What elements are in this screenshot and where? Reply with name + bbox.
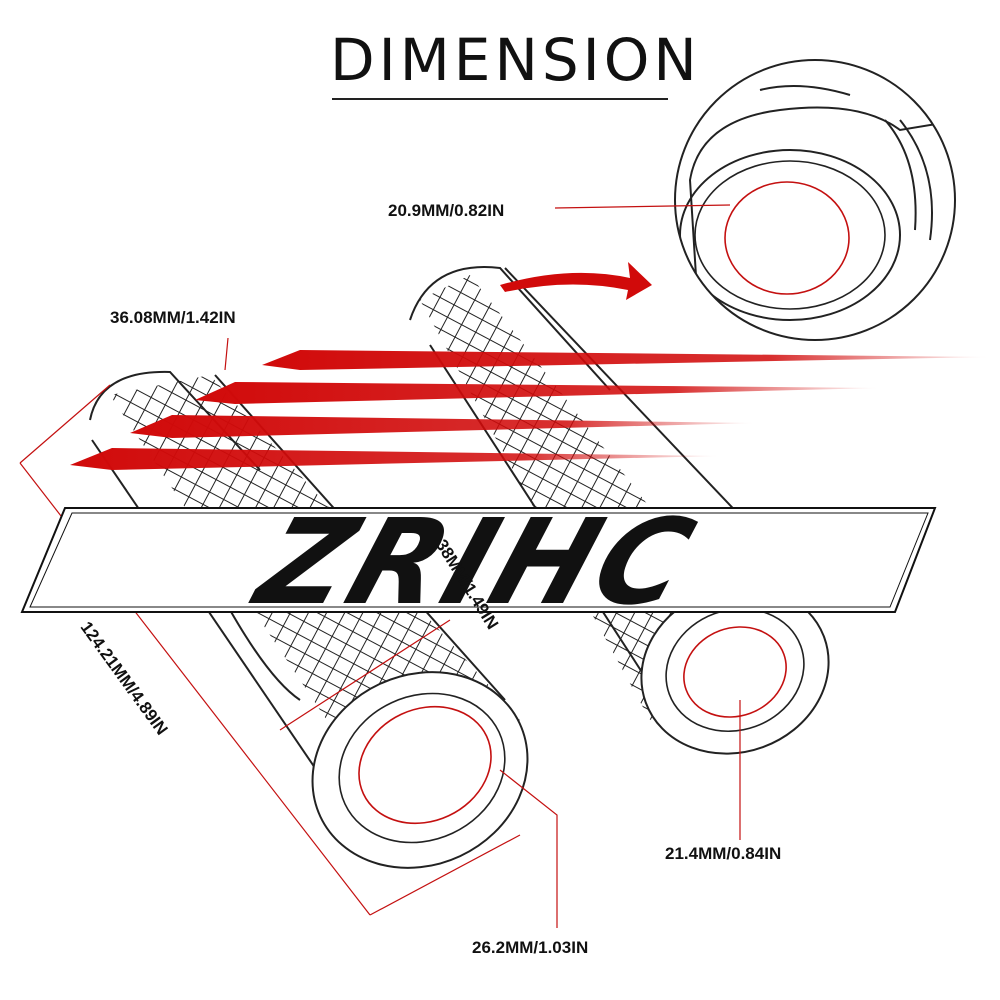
left-bore-ring (358, 705, 492, 825)
zoom-detail (674, 59, 956, 341)
page-title: DIMENSION (330, 26, 701, 94)
label-outer-diameter: 36.08MM/1.42IN (110, 308, 236, 327)
label-left-bore: 26.2MM/1.03IN (472, 938, 589, 957)
zoom-arrow-icon (500, 262, 652, 300)
brand-logo: ZRIHC (20, 492, 937, 633)
svg-text:ZRIHC: ZRIHC (238, 494, 712, 631)
right-bore-ring (683, 626, 787, 718)
title-underline (332, 98, 668, 100)
speed-streaks (70, 350, 990, 470)
label-right-bore: 21.4MM/0.84IN (665, 844, 782, 863)
zoom-bore-ring (724, 181, 850, 295)
label-inner-detail: 20.9MM/0.82IN (388, 201, 505, 220)
